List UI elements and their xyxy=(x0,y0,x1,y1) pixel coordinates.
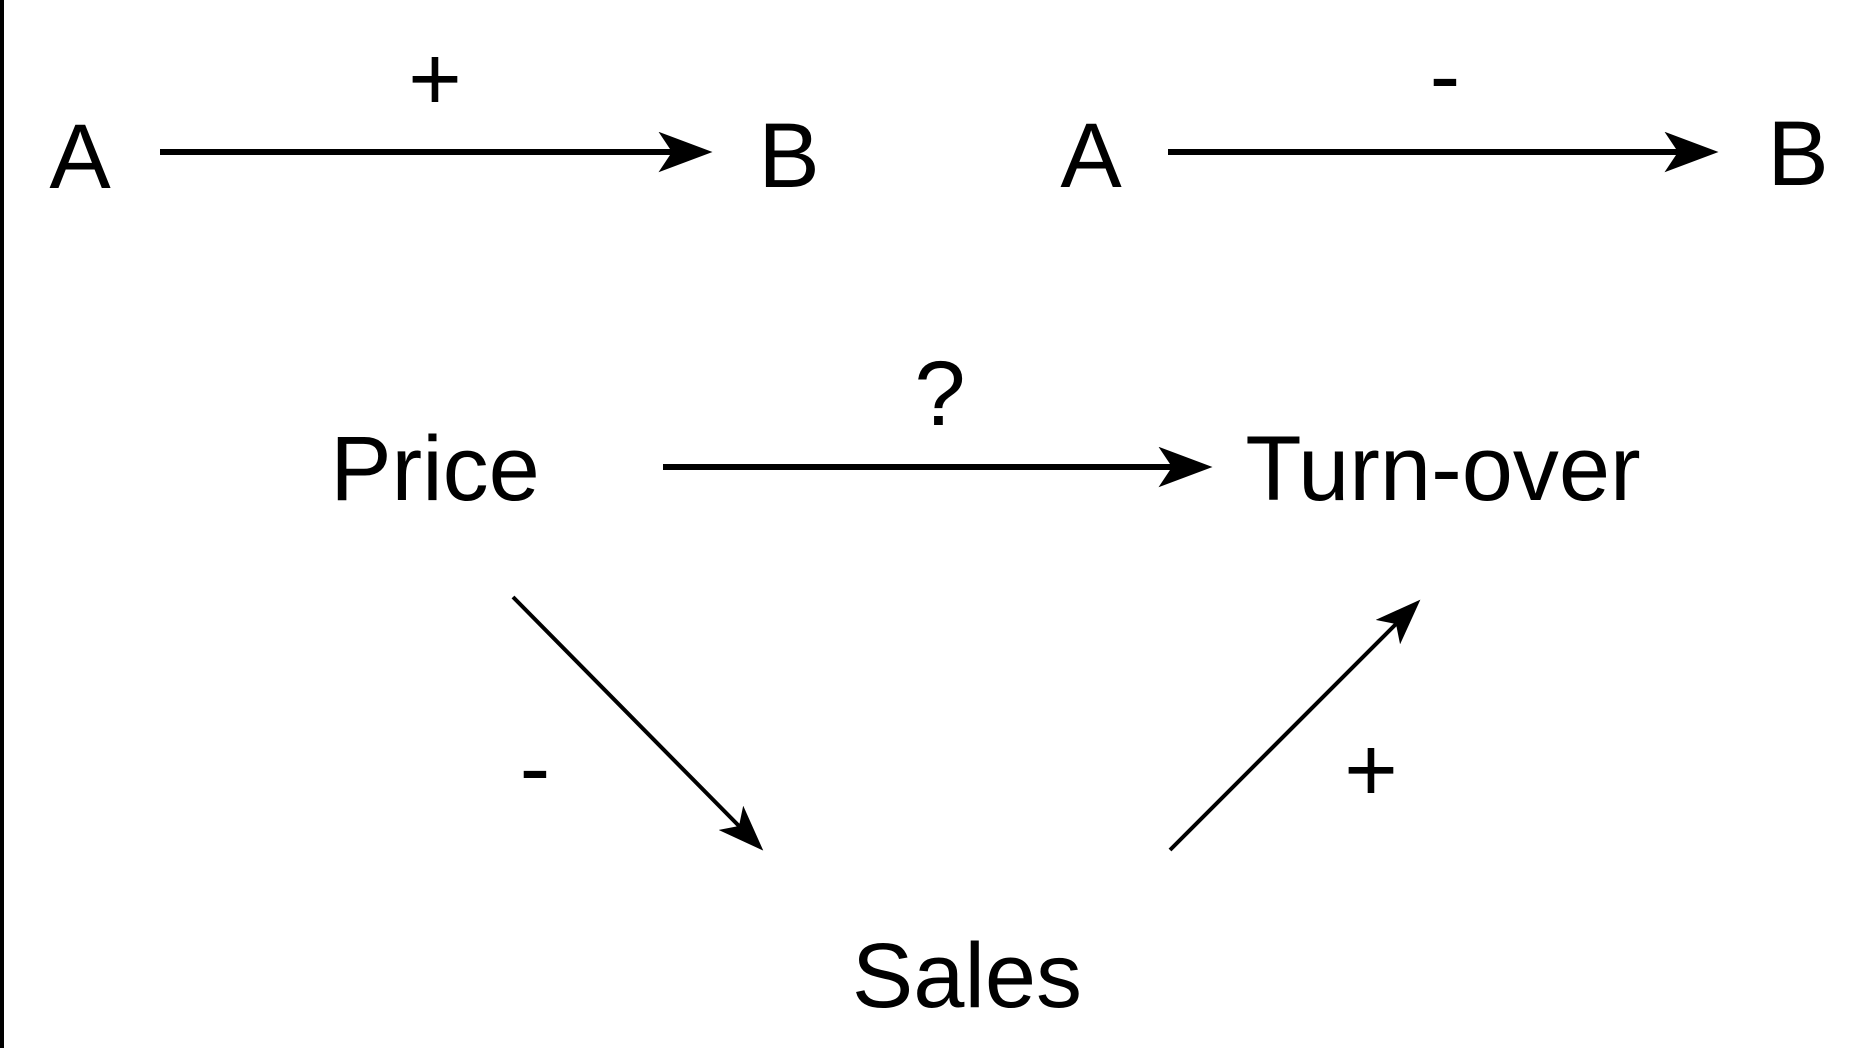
node-label-turnover: Turn-over xyxy=(1245,418,1640,520)
notation-example-negative: A - B xyxy=(1060,25,1828,207)
example1-to-label: B xyxy=(758,105,819,207)
example1-sign-label: + xyxy=(408,28,462,130)
left-edge-border xyxy=(0,0,4,1048)
example2-from-label: A xyxy=(1060,105,1122,207)
edge-price-sales-sign: - xyxy=(520,717,551,819)
node-label-price: Price xyxy=(330,418,540,520)
edge-sales-turnover-sign: + xyxy=(1344,719,1398,821)
node-label-sales: Sales xyxy=(852,925,1082,1027)
edge-sales-turnover-arrow xyxy=(1168,599,1421,852)
edge-price-turnover-sign: ? xyxy=(914,343,965,445)
causal-diagram: ? Price Turn-over - + Sales xyxy=(330,343,1640,1027)
edge-price-sales-arrow xyxy=(511,595,764,851)
example2-to-label: B xyxy=(1767,103,1828,205)
notation-example-positive: A + B xyxy=(49,28,819,208)
example2-sign-label: - xyxy=(1430,25,1461,127)
example1-from-label: A xyxy=(49,106,111,208)
